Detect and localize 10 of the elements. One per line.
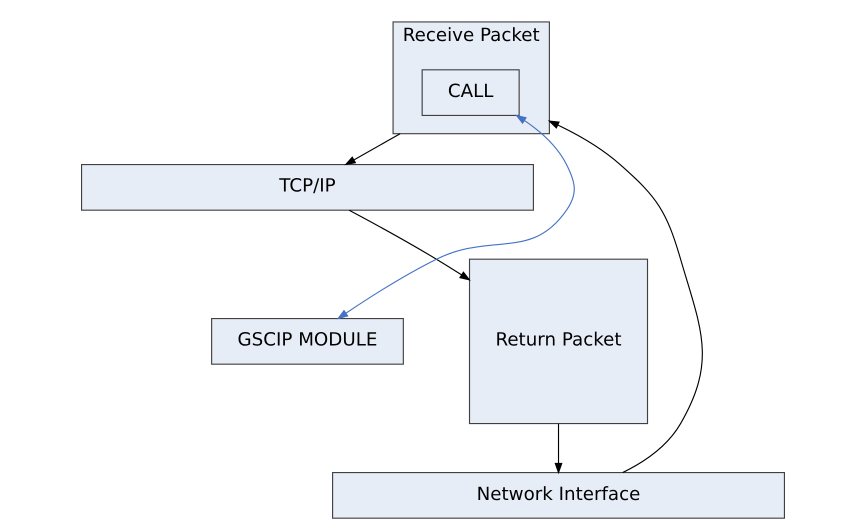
node-box: CALL <box>422 69 520 116</box>
arrow <box>344 133 400 166</box>
arrow <box>348 210 471 281</box>
arrow <box>554 424 563 474</box>
node-box: Network Interface <box>332 472 785 519</box>
node-box: Return Packet <box>468 258 648 424</box>
node-box: GSCIP MODULE <box>211 318 404 365</box>
arrow <box>548 120 703 474</box>
arrow <box>336 114 575 320</box>
node-box: TCP/IP <box>81 164 534 211</box>
